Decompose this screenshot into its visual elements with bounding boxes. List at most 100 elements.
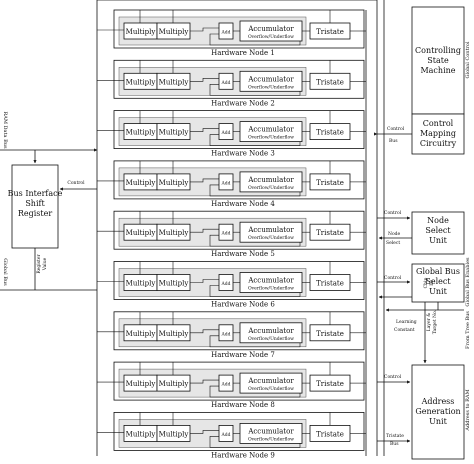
multiply-label: Multiply [159, 430, 189, 438]
overflow-underflow-label: Overflow/Underflow [248, 84, 294, 90]
register-value-label-line2: Value [42, 257, 48, 271]
nsu-label-line1: Node [427, 216, 449, 225]
tristate-label: Tristate [316, 280, 344, 288]
cmc-label-line3: Circuitry [420, 139, 457, 148]
multiply-label: Multiply [126, 78, 156, 86]
node-select-label-line2: Select [386, 240, 400, 246]
multiply-label: Multiply [126, 28, 156, 36]
from-tree-bus-label: From Tree Bus [465, 311, 471, 349]
hardware-node-label: Hardware Node 6 [211, 301, 275, 309]
control-bus-label-line1: Control [387, 126, 405, 132]
learning-constant-label-line2: Constant [394, 327, 415, 333]
multiply-label: Multiply [159, 280, 189, 288]
tristate-label: Tristate [316, 229, 344, 237]
multiply-label: Multiply [126, 430, 156, 438]
agu-label-line3: Unit [429, 417, 447, 426]
accumulator-label: Accumulator [247, 176, 294, 184]
outer-bus-lines [96, 0, 385, 456]
control-mapping-circuitry-block: Control Mapping Circuitry [411, 113, 465, 155]
side-labels: RAM Data Bus Global Bus Global Control G… [2, 41, 471, 432]
csm-label-line1: Controlling [415, 46, 461, 55]
control-to-node-select-label: Control [384, 210, 402, 216]
right-side-connections [374, 132, 464, 443]
multiply-label: Multiply [159, 78, 189, 86]
agu-label-line2: Generation [415, 407, 460, 416]
chip-id-label-line2: ID [429, 280, 435, 286]
hardware-node-label: Hardware Node 1 [211, 49, 275, 57]
tristate-bus-label-line1: Tristate [386, 433, 404, 439]
hardware-node-label: Hardware Node 9 [211, 451, 275, 459]
node-select-label-line1: Node [388, 231, 401, 237]
accumulator-label: Accumulator [247, 327, 294, 335]
cmc-label-line2: Mapping [420, 129, 456, 138]
overflow-underflow-label: Overflow/Underflow [248, 235, 294, 241]
cmc-label-line1: Control [423, 119, 454, 128]
accumulator-label: Accumulator [247, 126, 294, 134]
global-bus-select-unit-block: Global Bus Select Unit [411, 263, 465, 303]
control-to-global-bus-label: Control [384, 275, 402, 281]
overflow-underflow-label: Overflow/Underflow [248, 34, 294, 40]
add-label: Add [220, 432, 230, 438]
bisr-label-line1: Bus Interface [8, 189, 63, 198]
multiply-label: Multiply [126, 380, 156, 388]
gbsu-label-line2: Select [425, 277, 451, 286]
global-bus-enables-label: Global Bus Enables [465, 257, 471, 307]
control-to-bus-interface-label: Control [67, 180, 85, 186]
hardware-node-label: Hardware Node 3 [211, 150, 275, 158]
control-bus-label-line2: Bus [389, 138, 398, 144]
left-side-connections [0, 148, 98, 291]
tristate-label: Tristate [316, 430, 344, 438]
layer-target-label-line1: Layer & [426, 313, 432, 331]
tristate-label: Tristate [316, 78, 344, 86]
global-control-label: Global Control [465, 41, 471, 78]
hardware-node-label: Hardware Node 4 [211, 200, 275, 208]
address-generation-unit-block: Address Generation Unit [411, 364, 465, 460]
csm-label-line2: State [427, 56, 449, 65]
hardware-node-label: Hardware Node 2 [211, 99, 275, 107]
csm-label-line3: Machine [420, 66, 455, 75]
accumulator-label: Accumulator [247, 226, 294, 234]
gbsu-label-line3: Unit [429, 287, 447, 296]
multiply-label: Multiply [126, 179, 156, 187]
chip-id-label-line1: Chip [423, 278, 429, 289]
tristate-label: Tristate [316, 28, 344, 36]
tristate-label: Tristate [316, 330, 344, 338]
learning-constant-label-line1: Learning [396, 319, 417, 325]
accumulator-label: Accumulator [247, 277, 294, 285]
multiply-label: Multiply [159, 380, 189, 388]
add-label: Add [220, 331, 230, 337]
ram-data-bus-label: RAM Data Bus [2, 111, 8, 149]
tristate-bus-label-line2: Bus [390, 441, 399, 447]
accumulator-label: Accumulator [247, 377, 294, 385]
multiply-label: Multiply [159, 129, 189, 137]
bus-interface-shift-register-block: Bus Interface Shift Register [8, 164, 63, 249]
multiply-label: Multiply [126, 229, 156, 237]
gbsu-label-line1: Global Bus [416, 267, 460, 276]
nsu-label-line2: Select [425, 226, 451, 235]
add-label: Add [220, 281, 230, 287]
accumulator-label: Accumulator [247, 75, 294, 83]
multiply-label: Multiply [126, 330, 156, 338]
add-label: Add [220, 30, 230, 36]
tristate-label: Tristate [316, 129, 344, 137]
tristate-label: Tristate [316, 380, 344, 388]
multiply-label: Multiply [159, 28, 189, 36]
node-select-unit-block: Node Select Unit [411, 211, 465, 255]
overflow-underflow-label: Overflow/Underflow [248, 336, 294, 342]
overflow-underflow-label: Overflow/Underflow [248, 286, 294, 292]
multiply-label: Multiply [159, 229, 189, 237]
control-to-address-label: Control [384, 374, 402, 380]
overflow-underflow-label: Overflow/Underflow [248, 185, 294, 191]
bisr-label-line2: Shift [25, 199, 45, 208]
controlling-state-machine-block: Controlling State Machine [411, 6, 465, 115]
add-label: Add [220, 231, 230, 237]
accumulator-label: Accumulator [247, 427, 294, 435]
layer-target-label-line2: Target No. [432, 309, 438, 334]
add-label: Add [220, 80, 230, 86]
